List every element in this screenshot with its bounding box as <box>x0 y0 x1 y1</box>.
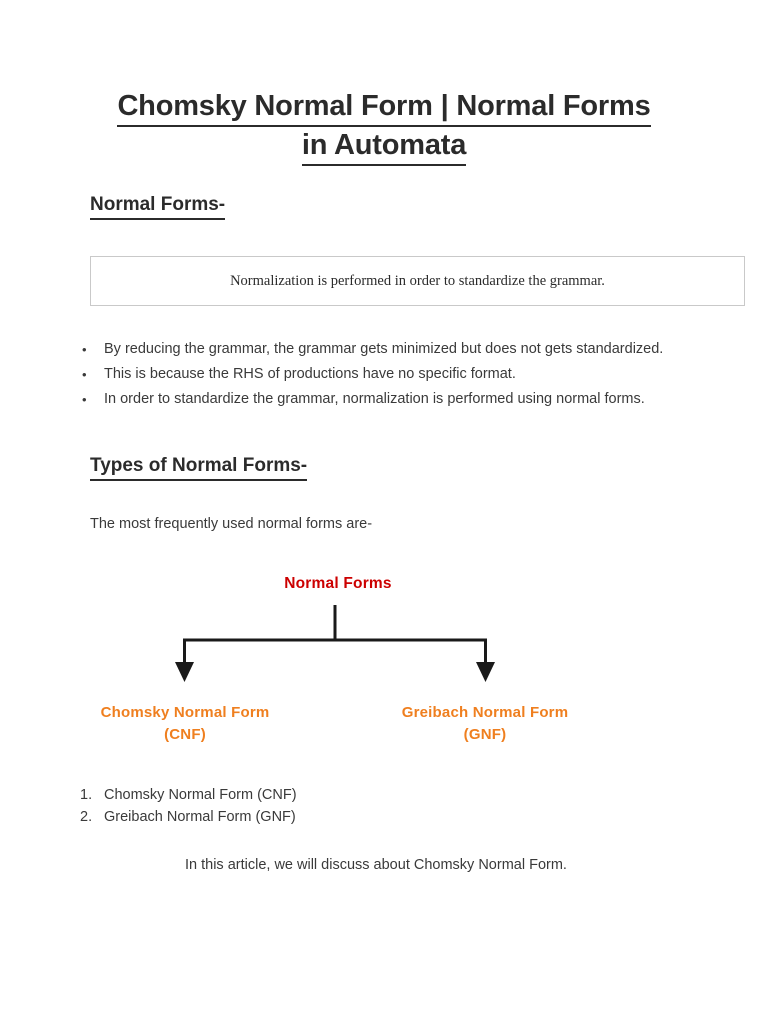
page-title-line-1: Chomsky Normal Form | Normal Forms <box>117 88 651 127</box>
list-item-text: This is because the RHS of productions h… <box>104 366 516 382</box>
section-heading-normal-forms-text: Normal Forms- <box>90 193 226 220</box>
list-item-text: In order to standardize the grammar, nor… <box>104 391 645 407</box>
list-item-marker: 2. <box>80 809 93 825</box>
bullet-list: • By reducing the grammar, the grammar g… <box>76 340 686 415</box>
arrowhead-right-icon <box>476 662 495 682</box>
callout-box: Normalization is performed in order to s… <box>90 256 745 306</box>
diagram-leaf-gnf-line-2: (GNF) <box>463 726 507 743</box>
arrowhead-left-icon <box>175 662 194 682</box>
section-heading-normal-forms: Normal Forms- <box>90 193 226 220</box>
numbered-list: 1. Chomsky Normal Form (CNF) 2. Greibach… <box>76 784 496 828</box>
bullet-marker-icon: • <box>82 367 87 382</box>
list-item-text: Chomsky Normal Form (CNF) <box>104 787 297 803</box>
list-item-text: Greibach Normal Form (GNF) <box>104 809 296 825</box>
section-heading-types-of-normal-forms: Types of Normal Forms- <box>90 454 308 481</box>
diagram-leaf-cnf-line-1: Chomsky Normal Form <box>100 704 270 721</box>
paragraph-closing: In this article, we will discuss about C… <box>185 857 567 873</box>
diagram-root-node-label: Normal Forms <box>284 575 392 592</box>
list-item: • In order to standardize the grammar, n… <box>76 390 686 409</box>
paragraph-most-used: The most frequently used normal forms ar… <box>90 516 373 532</box>
callout-box-text: Normalization is performed in order to s… <box>230 272 605 289</box>
bullet-marker-icon: • <box>82 392 87 407</box>
diagram-connector-lines <box>175 605 495 682</box>
normal-forms-tree-diagram: Normal Forms Chomsky Normal Form (CNF) G… <box>0 560 768 755</box>
list-item: • By reducing the grammar, the grammar g… <box>76 340 686 359</box>
list-item: 2. Greibach Normal Form (GNF) <box>76 806 496 828</box>
list-item: • This is because the RHS of productions… <box>76 365 686 384</box>
diagram-leaf-cnf-line-2: (CNF) <box>164 726 206 743</box>
list-item-text: By reducing the grammar, the grammar get… <box>104 341 664 357</box>
section-heading-types-text: Types of Normal Forms- <box>90 454 308 481</box>
list-item-marker: 1. <box>80 787 93 803</box>
list-item: 1. Chomsky Normal Form (CNF) <box>76 784 496 806</box>
page-title-line-2: in Automata <box>301 127 466 166</box>
diagram-leaf-gnf-line-1: Greibach Normal Form <box>401 704 569 721</box>
page-title: Chomsky Normal Form | Normal Forms in Au… <box>90 88 678 166</box>
diagram-leaf-node-cnf: Chomsky Normal Form (CNF) <box>70 702 300 746</box>
bullet-marker-icon: • <box>82 342 87 357</box>
diagram-leaf-node-gnf: Greibach Normal Form (GNF) <box>370 702 600 746</box>
